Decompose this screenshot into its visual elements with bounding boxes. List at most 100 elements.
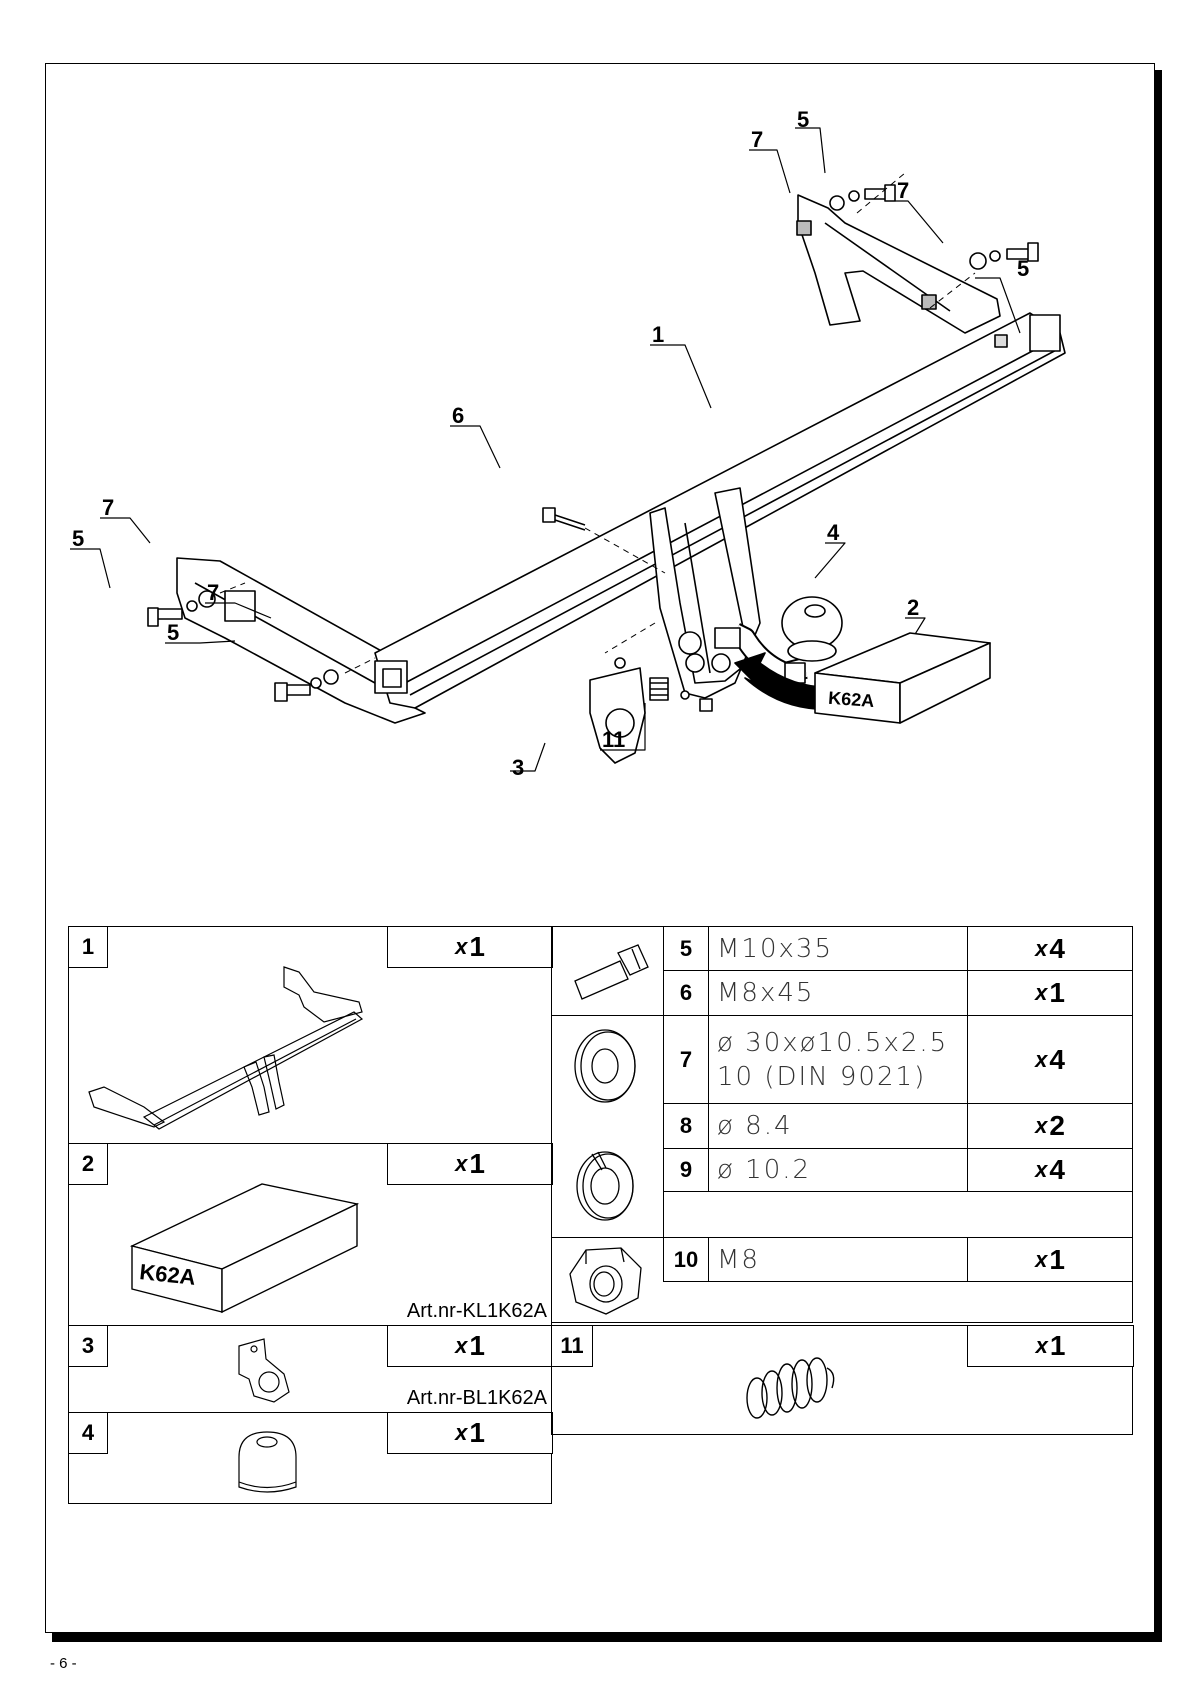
part-7-number: 7	[663, 1015, 709, 1104]
spring-washer-icon	[576, 1151, 634, 1221]
callout-3: 3	[512, 755, 524, 780]
quantity-multiplier: x	[1035, 1246, 1048, 1272]
callout-5-top-right: 5	[1017, 256, 1029, 281]
callout-5-top-left: 5	[797, 107, 809, 132]
callout-2: 2	[907, 595, 919, 620]
part-7-spec-line1: ø 30xø10.5x2.5	[717, 1027, 949, 1058]
callout-5-left-b: 5	[167, 620, 179, 645]
part-5-number: 5	[663, 926, 709, 971]
callout-4: 4	[827, 520, 840, 545]
part-2-drawing: K62A	[129, 1183, 360, 1314]
quantity-multiplier: x	[455, 1333, 468, 1358]
part-2-box-label: K62A	[138, 1259, 197, 1290]
part-3-number: 3	[68, 1325, 108, 1367]
quantity-value: 1	[1049, 977, 1065, 1008]
quantity-multiplier: x	[1035, 1333, 1048, 1358]
part-4-number: 4	[68, 1412, 108, 1454]
bolt-m8	[542, 507, 586, 531]
part-9-number: 9	[663, 1148, 709, 1192]
assembly-guides	[219, 172, 976, 674]
callout-7-top-left: 7	[751, 127, 763, 152]
part-6-spec: M8x45	[708, 970, 968, 1016]
part-2-number: 2	[68, 1143, 108, 1185]
part-3-drawing	[238, 1338, 290, 1403]
quantity-value: 1	[469, 1330, 485, 1361]
part-3-article-number: Art.nr-BL1K62A	[406, 1387, 547, 1409]
quantity-multiplier: x	[1035, 1046, 1048, 1072]
quantity-value: 1	[1049, 1243, 1065, 1275]
quantity-multiplier: x	[1035, 1157, 1048, 1182]
washer-picture-cell	[551, 1015, 664, 1238]
quantity-multiplier: x	[455, 1420, 468, 1445]
bolt-icon	[574, 944, 649, 1000]
part-7-spec: ø 30xø10.5x2.5 10 (DIN 9021)	[708, 1015, 968, 1104]
part-10-number: 10	[663, 1237, 709, 1282]
packaging-box	[814, 632, 991, 724]
callout-1: 1	[652, 322, 664, 347]
callout-7-top-right: 7	[897, 178, 909, 203]
callout-5-left-a: 5	[72, 526, 84, 551]
quantity-value: 4	[1049, 932, 1065, 964]
callout-7-left-b: 7	[207, 580, 219, 605]
callout-6: 6	[452, 403, 464, 428]
quantity-multiplier: x	[455, 1151, 468, 1176]
quantity-value: 1	[1049, 1330, 1066, 1361]
quantity-multiplier: x	[455, 934, 468, 959]
fasteners-left-a	[147, 590, 216, 627]
part-9-spec: ø 10.2	[708, 1148, 968, 1192]
plate-nuts	[678, 627, 741, 673]
box-label: K62A	[828, 688, 875, 711]
spring-washer-stack	[649, 677, 713, 712]
quantity-value: 4	[1049, 1043, 1065, 1075]
fasteners-left-b	[274, 669, 339, 702]
part-11-number: 11	[551, 1325, 593, 1367]
part-5-spec: M10x35	[708, 926, 968, 971]
quantity-value: 4	[1049, 1154, 1065, 1185]
spring-icon	[746, 1357, 835, 1419]
page-number: - 6 -	[50, 1655, 77, 1672]
quantity-multiplier: x	[1035, 980, 1048, 1005]
part-7-spec-line2: 10 (DIN 9021)	[717, 1061, 927, 1092]
fasteners-top-right	[969, 242, 1039, 270]
part-2-article-number: Art.nr-KL1K62A	[406, 1300, 547, 1322]
part-8-spec: ø 8.4	[708, 1103, 968, 1149]
assembly-diagram: 7 5 7 5 1 6 7 5 7 5 4 2 3 11 K62A	[70, 107, 1066, 780]
part-4-drawing	[238, 1431, 297, 1493]
part-1-drawing	[88, 966, 364, 1130]
leader-lines	[70, 127, 1021, 772]
quantity-value: 2	[1049, 1110, 1065, 1141]
socket-plate	[589, 657, 646, 764]
washer-icon	[574, 1029, 636, 1103]
callout-11: 11	[602, 727, 625, 752]
quantity-multiplier: x	[1035, 935, 1048, 961]
bolt-picture-cell	[551, 926, 664, 1016]
quantity-value: 1	[469, 1148, 485, 1179]
nut-icon	[569, 1247, 642, 1315]
part-8-number: 8	[663, 1103, 709, 1149]
quantity-value: 1	[469, 1417, 485, 1448]
part-1-number: 1	[68, 926, 108, 968]
part-6-number: 6	[663, 970, 709, 1016]
fasteners-top-left	[829, 184, 896, 211]
quantity-multiplier: x	[1035, 1113, 1048, 1138]
part-10-spec: M8	[708, 1237, 968, 1282]
quantity-value: 1	[469, 931, 485, 962]
callout-7-left-a: 7	[102, 495, 114, 520]
right-side-bracket	[796, 194, 1001, 334]
